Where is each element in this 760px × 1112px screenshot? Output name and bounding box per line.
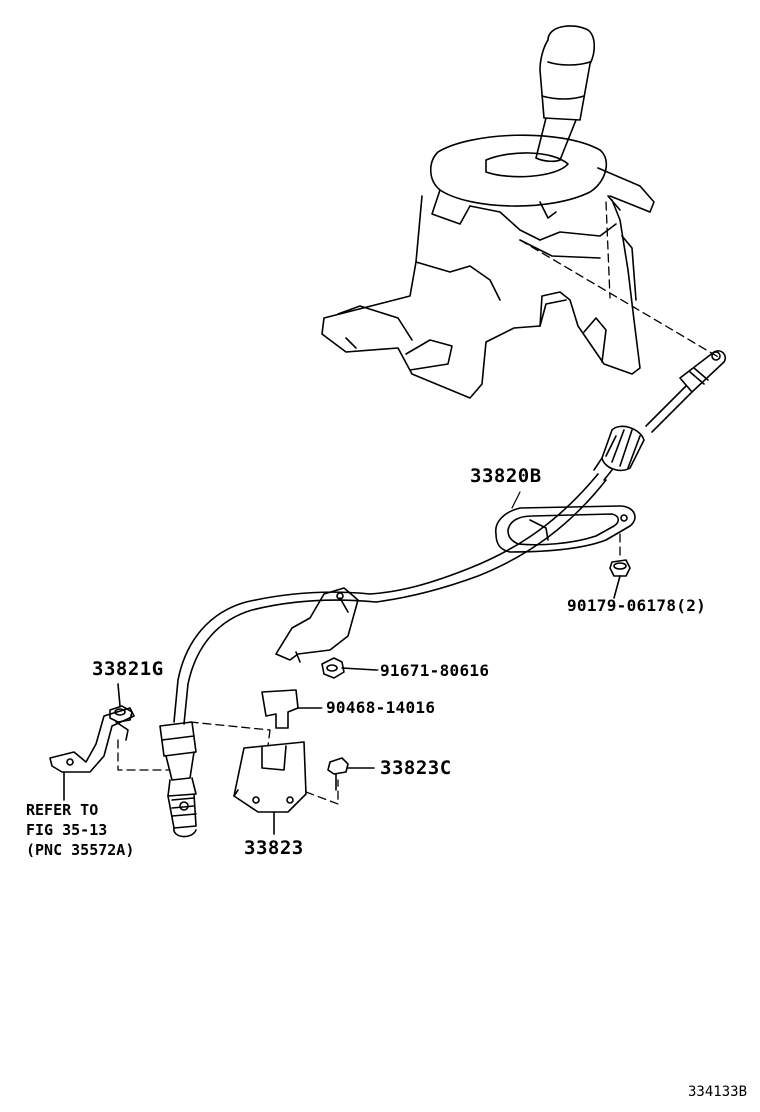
label-clip: 90468-14016 <box>326 698 436 717</box>
label-retainer-bolt: 33823C <box>380 757 452 779</box>
cable-adjuster <box>593 425 645 481</box>
grommet-part <box>109 683 133 723</box>
cable-grommet-plate <box>495 505 636 553</box>
figure-id: 334133B <box>688 1084 748 1100</box>
leader-lines <box>319 491 521 709</box>
lock-clip <box>261 689 321 729</box>
retainer-bolt <box>327 757 375 791</box>
refer-note-line3: (PNC 35572A) <box>26 841 135 859</box>
cable-mount-bracket <box>49 707 135 801</box>
alignment-lines <box>117 201 721 805</box>
cable-trans-end <box>159 721 197 838</box>
bracket-bolt <box>321 657 377 679</box>
label-retainer-bracket: 33823 <box>244 837 304 859</box>
label-bracket-bolt: 91671-80616 <box>380 661 490 680</box>
cable-sheath <box>173 473 607 725</box>
cable-rod-end <box>645 350 727 433</box>
retainer-bracket <box>233 741 307 835</box>
shift-lever-housing <box>321 134 655 399</box>
refer-note-line2: FIG 35-13 <box>26 821 108 839</box>
label-grommet: 33821G <box>92 658 164 680</box>
label-cable-assy: 33820B <box>470 465 542 487</box>
flange-nut <box>609 559 631 599</box>
cable-support-bracket <box>275 587 359 663</box>
label-nut: 90179-06178(2) <box>567 596 707 615</box>
shift-knob <box>539 25 596 121</box>
refer-note-line1: REFER TO <box>26 801 99 819</box>
